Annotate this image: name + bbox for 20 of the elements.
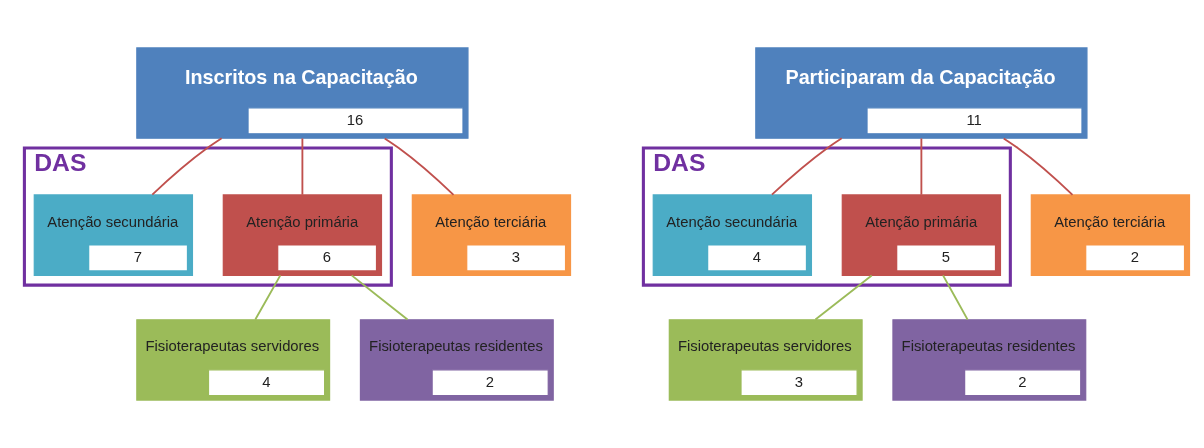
- node-box: Fisioterapeutas residentes 2: [892, 319, 1087, 401]
- node-box: Atenção primária 6: [222, 194, 383, 276]
- node-box: Atenção primária 5: [841, 194, 1002, 276]
- node-box: Fisioterapeutas servidores 3: [668, 319, 863, 401]
- node-box: Inscritos na Capacitação 16: [136, 47, 469, 139]
- connector: [771, 137, 843, 196]
- connector: [942, 274, 969, 321]
- node-box: Atenção terciária 3: [411, 194, 572, 276]
- connector: [814, 274, 873, 321]
- node-box: Atenção secundária 7: [33, 194, 194, 276]
- connector: [350, 274, 409, 321]
- node-box: Atenção terciária 2: [1030, 194, 1191, 276]
- connector: [920, 137, 923, 196]
- connector: [151, 137, 223, 196]
- connector: [254, 274, 282, 321]
- connector: [301, 137, 304, 196]
- node-box: Participaram da Capacitação 11: [755, 47, 1088, 139]
- node-box: Fisioterapeutas residentes 2: [359, 319, 554, 401]
- node-box: Atenção secundária 4: [652, 194, 813, 276]
- node-box: Fisioterapeutas servidores 4: [136, 319, 331, 401]
